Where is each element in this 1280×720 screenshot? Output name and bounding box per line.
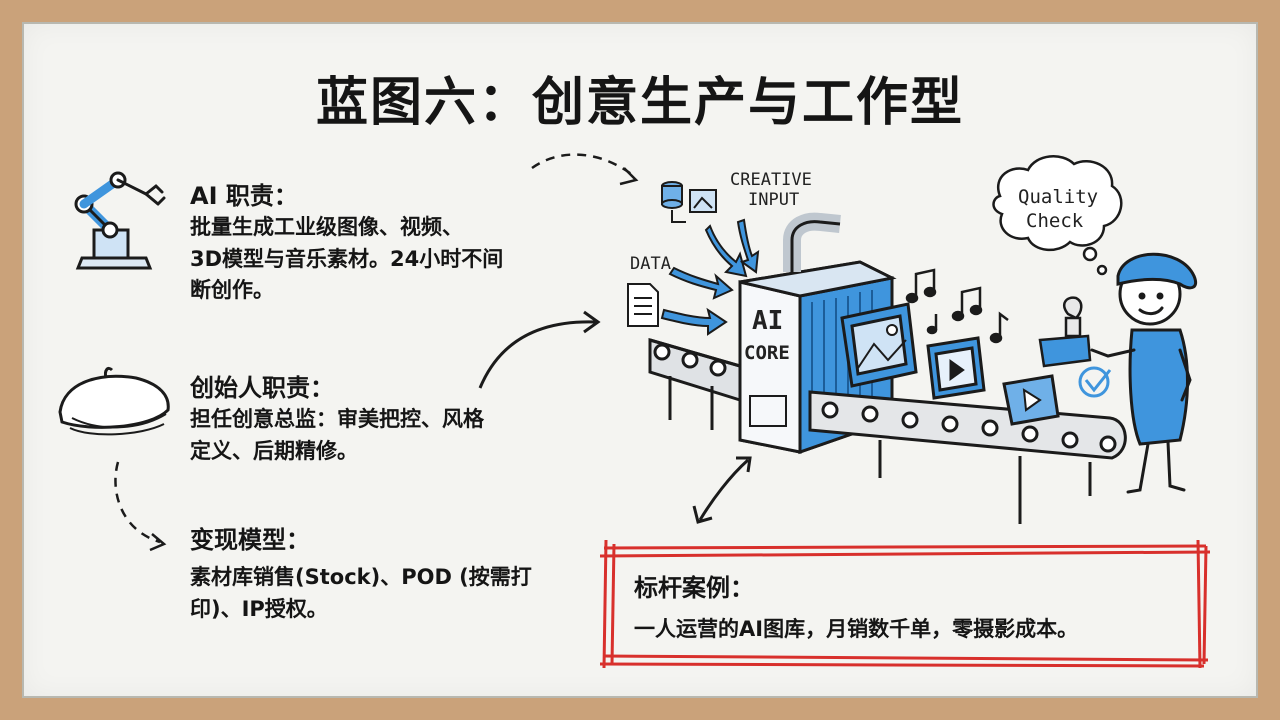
thought-bubble <box>992 155 1123 276</box>
database-icon <box>661 181 717 223</box>
case-heading: 标杆案例： <box>634 574 754 602</box>
ai-duty-line-1: 批量生成工业级图像、视频、 <box>190 215 463 239</box>
monetize-heading: 变现模型： <box>190 526 310 554</box>
dashed-arrow-top <box>531 153 635 177</box>
music-note-icon <box>905 268 1009 344</box>
dashed-arrow-left <box>114 461 161 544</box>
monetize-text: 素材库销售(Stock)、POD (按需打 印)、IP授权。 <box>190 562 532 625</box>
founder-duty-line-1: 担任创意总监：审美把控、风格 <box>190 407 484 431</box>
creative-input-label-2: INPUT <box>748 190 800 210</box>
play-box-icon <box>1002 374 1060 426</box>
conveyor-belt <box>648 338 1127 524</box>
data-label: DATA <box>630 254 671 274</box>
stick-figure <box>1090 252 1197 494</box>
checkmark-icon <box>1078 366 1112 398</box>
founder-duty-text: 担任创意总监：审美把控、风格 定义、后期精修。 <box>190 404 484 467</box>
creative-input-label-1: CREATIVE <box>730 170 812 190</box>
monetize-line-1: 素材库销售(Stock)、POD (按需打 <box>190 565 532 589</box>
quality-label-2: Check <box>1026 210 1084 232</box>
founder-duty-line-2: 定义、后期精修。 <box>190 438 358 463</box>
beret-icon <box>58 366 170 436</box>
founder-duty-heading: 创始人职责： <box>190 374 334 402</box>
ai-duty-heading: AI 职责： <box>190 182 298 210</box>
double-arrow <box>692 456 752 524</box>
ai-duty-line-3: 断创作。 <box>190 278 274 302</box>
robot-arm-icon <box>74 171 166 270</box>
case-text: 一人运营的AI图库，月销数千单，零摄影成本。 <box>634 617 1079 641</box>
stamp-icon <box>1038 296 1092 368</box>
video-card-icon <box>926 336 986 400</box>
curved-arrow <box>478 320 597 389</box>
document-icon <box>627 283 659 327</box>
ai-core-label-2: CORE <box>744 342 790 364</box>
image-card-icon <box>840 302 918 388</box>
quality-label-1: Quality <box>1018 186 1099 208</box>
ai-core-label-1: AI <box>752 306 784 336</box>
page-title: 蓝图六：创意生产与工作型 <box>315 73 964 133</box>
monetize-line-2: 印)、IP授权。 <box>190 596 328 621</box>
ai-duty-text: 批量生成工业级图像、视频、 3D模型与音乐素材。24小时不间 断创作。 <box>190 212 503 307</box>
ai-duty-line-2: 3D模型与音乐素材。24小时不间 <box>190 246 504 271</box>
